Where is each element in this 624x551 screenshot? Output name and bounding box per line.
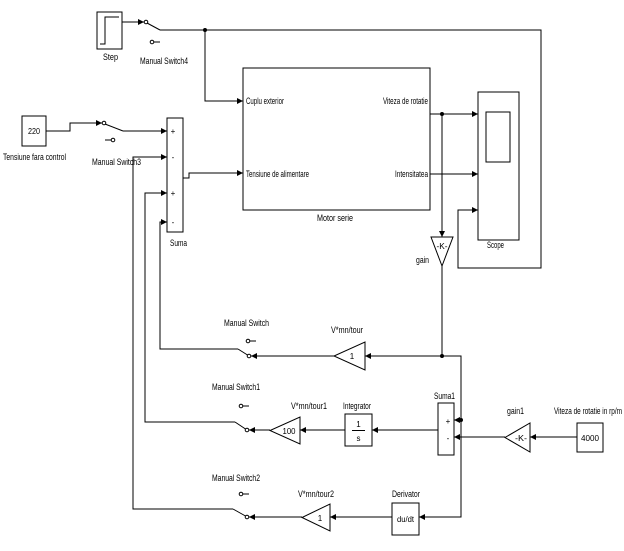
manual-switch4-block[interactable] [138, 13, 165, 47]
motor-serie-subsystem[interactable]: Cuplu exterior Tensiune de alimentare Vi… [242, 67, 431, 211]
port-intensitatea: Intensitatea [395, 169, 428, 179]
manual-switch1-block[interactable] [225, 400, 255, 436]
vmn-tour2-gain-block[interactable]: 1 [300, 503, 331, 532]
port-tensiune-de-alimentare: Tensiune de alimentare [246, 169, 309, 179]
constant-220-label: Tensiune fara control [3, 152, 66, 162]
vmn-tour2-label: V*mn/tour2 [298, 489, 334, 499]
scope-screen-icon [485, 111, 511, 163]
motor-serie-label: Motor serie [317, 213, 353, 223]
derivator-frame[interactable] [391, 502, 420, 536]
port-cuplu-exterior: Cuplu exterior [246, 96, 284, 106]
manual-switch1-label: Manual Switch1 [212, 382, 260, 392]
step-block[interactable] [96, 11, 123, 50]
signal-suma-to-tensiune [183, 170, 243, 179]
suma1-block[interactable]: + - [437, 402, 455, 456]
gain1-value: -K- [515, 434, 527, 443]
switch-lever-icon [104, 123, 124, 132]
derivator-label: Derivator [392, 489, 420, 499]
manual-switch-label: Manual Switch [224, 318, 269, 328]
gain-triangle[interactable] [430, 236, 454, 268]
switch-lever-icon [237, 348, 248, 356]
suma1-sign: + [446, 417, 451, 426]
vmn-tour-gain-block[interactable]: 1 [332, 341, 366, 371]
switch-lever-icon [234, 421, 246, 430]
switch-contact-icon [238, 491, 244, 497]
vmn-tour1-gain-block[interactable]: 100 [268, 416, 301, 445]
constant-4000-label: Viteza de rotatie in rp/m [554, 406, 622, 416]
switch-contact-icon [245, 338, 251, 344]
constant-220-block[interactable]: 220 [21, 115, 47, 147]
suma-sign: + [171, 189, 176, 198]
gain-label: gain [416, 255, 429, 265]
step-block-frame[interactable] [96, 11, 123, 50]
step-label: Step [103, 52, 118, 62]
suma-sign: - [172, 153, 175, 162]
step-waveform-icon [100, 16, 119, 45]
constant-4000-value: 4000 [581, 434, 600, 443]
gain1-block[interactable]: -K- [504, 422, 531, 453]
gain1-triangle[interactable] [504, 422, 531, 453]
vmn-tour-label: V*mn/tour [331, 325, 363, 335]
vmn-tour-value: 1 [350, 352, 355, 361]
motor-serie-frame[interactable] [242, 67, 431, 211]
vmn-tour-triangle[interactable] [332, 341, 366, 371]
signal-220-to-switch3 [46, 120, 102, 132]
signal-switch1-to-suma [144, 190, 235, 423]
manual-switch4-label: Manual Switch4 [140, 56, 188, 66]
manual-switch3-label: Manual Switch3 [92, 157, 141, 167]
gain1-label: gain1 [507, 406, 524, 416]
constant-220-value: 220 [28, 127, 40, 136]
vmn-tour2-triangle[interactable] [300, 503, 331, 532]
port-viteza-de-rotatie: Viteza de rotatie [383, 96, 428, 106]
derivator-block[interactable]: du/dt [391, 502, 420, 536]
vmn-tour1-value: 100 [283, 427, 297, 436]
manual-switch3-block[interactable] [100, 114, 126, 146]
vmn-tour1-triangle[interactable] [268, 416, 301, 445]
suma-sign: - [172, 218, 175, 227]
constant-4000-block[interactable]: 4000 [576, 422, 604, 453]
scope-block[interactable] [477, 91, 520, 241]
derivator-value: du/dt [397, 515, 415, 524]
suma-frame[interactable] [166, 117, 184, 233]
suma-label: Suma [170, 238, 187, 248]
switch-lever-icon [232, 508, 246, 517]
suma1-sign: - [447, 434, 450, 443]
manual-switch2-label: Manual Switch2 [212, 473, 260, 483]
suma-block[interactable]: + - + - [166, 117, 184, 233]
switch-contact-icon [143, 19, 149, 25]
integrator-numerator: 1 [356, 420, 361, 429]
scope-label: Scope [487, 240, 504, 250]
suma-sign: + [171, 127, 176, 136]
vmn-tour1-label: V*mn/tour1 [291, 401, 327, 411]
switch-contact-icon [244, 427, 250, 433]
signal-switch2-to-suma [132, 154, 233, 510]
signal-switch4-to-scope [160, 29, 542, 269]
signal-switch-to-suma [159, 219, 238, 350]
manual-switch2-block[interactable] [225, 488, 255, 524]
constant-220-frame[interactable] [21, 115, 47, 147]
switch-contact-icon [246, 353, 252, 359]
switch-contact-icon [101, 120, 107, 126]
integrator-denominator: s [357, 434, 361, 443]
integrator-block[interactable]: 1 s [344, 413, 373, 447]
gain-value: -K- [437, 242, 448, 251]
switch-contact-icon [110, 137, 116, 143]
constant-4000-frame[interactable] [576, 422, 604, 453]
switch-lever-icon [146, 22, 161, 31]
vmn-tour2-value: 1 [318, 514, 323, 523]
switch-contact-icon [238, 403, 244, 409]
manual-switch-block[interactable] [233, 336, 262, 364]
integrator-label: Integrator [343, 401, 371, 411]
suma1-frame[interactable] [437, 402, 455, 456]
switch-contact-icon [149, 39, 155, 45]
signal-to-cuplu-exterior [204, 30, 243, 104]
switch-contact-icon [244, 514, 250, 520]
gain-block[interactable]: -K- [430, 236, 454, 268]
suma1-label: Suma1 [434, 391, 455, 401]
